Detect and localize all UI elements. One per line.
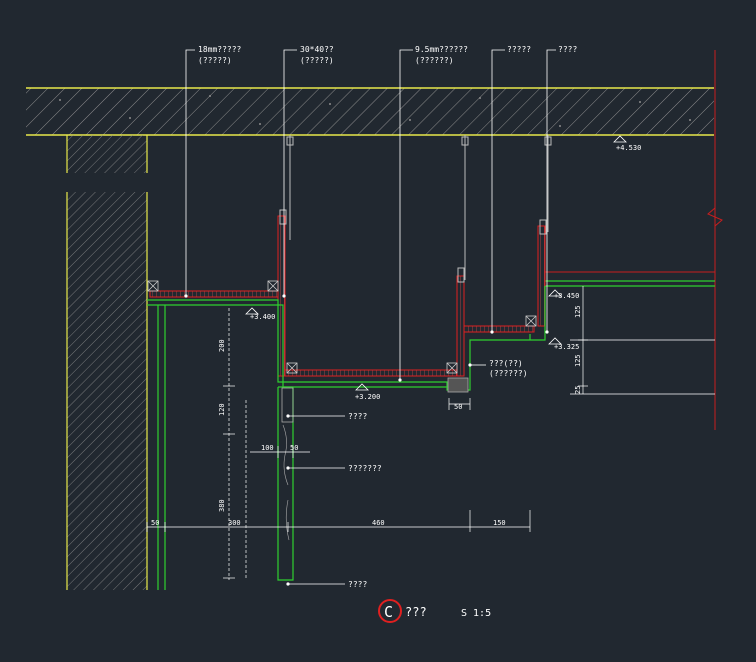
wall-trim-board [277,386,294,581]
callout-side-1-line1: ???(??) [489,359,523,368]
callout-side-1-line2: (??????) [489,369,528,378]
dim-v-380: 380 [218,499,226,512]
suspension-hangers [279,135,552,283]
horizontal-dimensions [146,398,531,532]
dim-h-50-right: 50 [454,403,462,411]
elevation-text: +4.530 +3.400 +3.200 +3.450 +3.325 [250,144,641,401]
dim-h-300: 300 [228,519,241,527]
callout-keel-line2: (?????) [300,56,334,65]
vertical-dimensions [223,286,588,580]
elevation-right-upper: +3.450 [554,292,579,300]
callout-side-3: ??????? [348,464,382,473]
callout-5-line1: ???? [558,45,577,54]
horizontal-dimension-text: 50 300 460 150 100 50 50 [151,403,506,527]
dim-v-120: 120 [218,403,226,416]
left-wall [66,192,148,590]
concrete-slab [26,87,714,136]
dim-h-460: 460 [372,519,385,527]
callout-gypsum-line1: 9.5mm?????? [415,45,468,54]
upper-beam [66,135,148,173]
dim-v-200: 200 [218,339,226,352]
callout-side-2: ???? [348,412,367,421]
drawing-title: C ??? S 1:5 [378,599,491,623]
dim-h-50-mid: 50 [290,444,298,452]
dim-v-125a: 125 [574,305,582,318]
title-letter: C [384,603,393,621]
top-callout-text: 18mm????? (?????) 30*40?? (?????) 9.5mm?… [198,45,577,65]
timber-keel [147,280,537,393]
dim-v-25: 25 [574,386,582,394]
callout-4-line1: ????? [507,45,531,54]
elevation-middle: +3.200 [355,393,380,401]
elevation-markers [245,135,627,391]
elevation-slab: +4.530 [616,144,641,152]
callout-keel-line1: 30*40?? [300,45,334,54]
dim-h-100: 100 [261,444,274,452]
vertical-dimension-text: 200 120 380 125 125 25 [218,305,582,512]
callout-dots [184,294,549,586]
right-grid-line [545,50,723,430]
side-callout-text: ???(??) (??????) ???? ??????? ???? [348,359,528,589]
top-callout-leaders [185,49,556,380]
side-callout-leaders [288,364,486,585]
callout-gypsum-line2: (??????) [415,56,454,65]
callout-board-line2: (?????) [198,56,232,65]
elevation-right-lower: +3.325 [554,343,579,351]
elevation-left: +3.400 [250,313,275,321]
title-text: ??? [405,605,427,619]
plasterboard-layer [149,215,546,377]
callout-board-line1: 18mm????? [198,45,242,54]
dim-h-50-left: 50 [151,519,159,527]
callout-side-4: ???? [348,580,367,589]
right-ceiling-band [545,280,715,395]
title-marker-circle [378,599,402,623]
title-scale: S 1:5 [461,608,491,619]
dim-v-125b: 125 [574,354,582,367]
dim-h-150: 150 [493,519,506,527]
